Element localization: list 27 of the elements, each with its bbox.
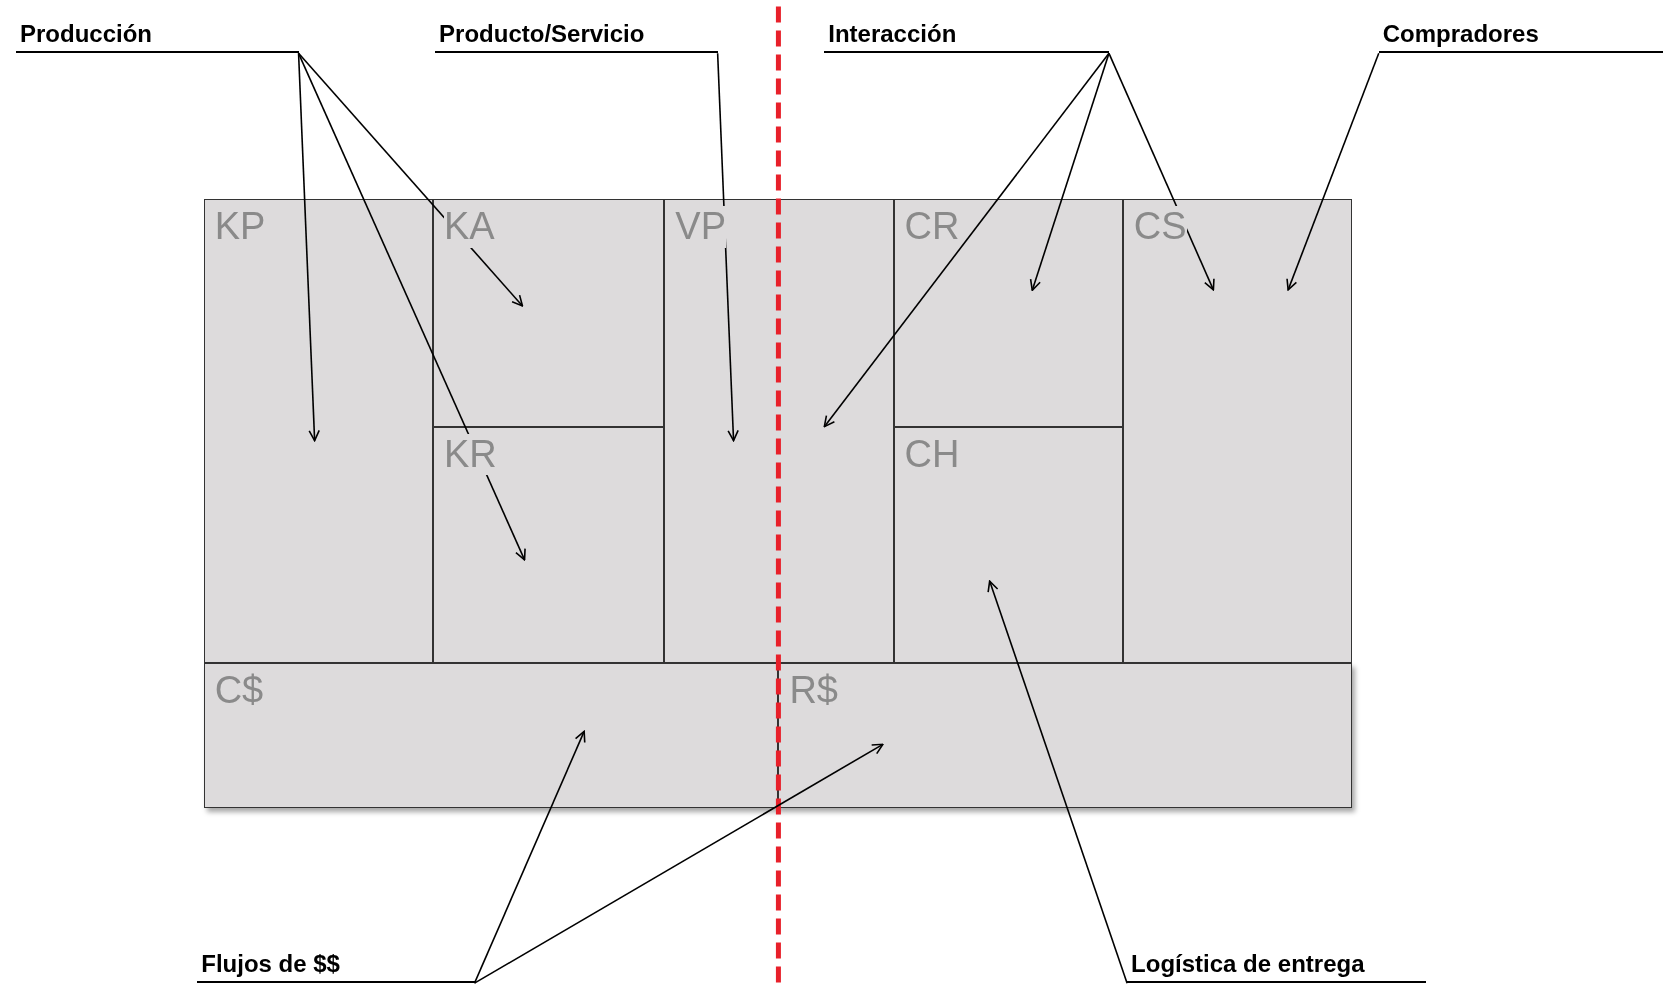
leader-arrow bbox=[1029, 52, 1110, 292]
leader-arrow bbox=[823, 52, 1110, 428]
canvas-block bbox=[893, 426, 1123, 664]
leader-arrow bbox=[473, 743, 884, 984]
canvas-block bbox=[1122, 199, 1353, 664]
canvas-block bbox=[203, 663, 779, 809]
leader-label: Producción bbox=[20, 20, 152, 49]
leader-label: Logística de entrega bbox=[1131, 950, 1365, 979]
leader-arrow bbox=[297, 52, 320, 442]
leader-arrow bbox=[473, 730, 586, 984]
canvas-block bbox=[893, 199, 1123, 427]
leader-arrow bbox=[987, 580, 1128, 984]
canvas-block bbox=[778, 663, 1353, 809]
leader-arrow bbox=[1108, 52, 1215, 291]
leader-arrow bbox=[1286, 52, 1380, 291]
leader-label: Producto/Servicio bbox=[439, 20, 645, 49]
leader-arrow bbox=[297, 52, 524, 307]
canvas-block bbox=[432, 199, 665, 427]
canvas-block bbox=[432, 426, 665, 664]
leader-label: Flujos de $$ bbox=[201, 950, 340, 979]
leader-arrow bbox=[297, 52, 526, 561]
leader-arrow bbox=[716, 52, 739, 442]
canvas-block bbox=[664, 199, 894, 664]
leader-label: Compradores bbox=[1382, 20, 1539, 49]
block-abbreviation: VP bbox=[675, 206, 726, 249]
leader-label: Interacción bbox=[828, 20, 957, 49]
canvas-block bbox=[203, 199, 433, 664]
